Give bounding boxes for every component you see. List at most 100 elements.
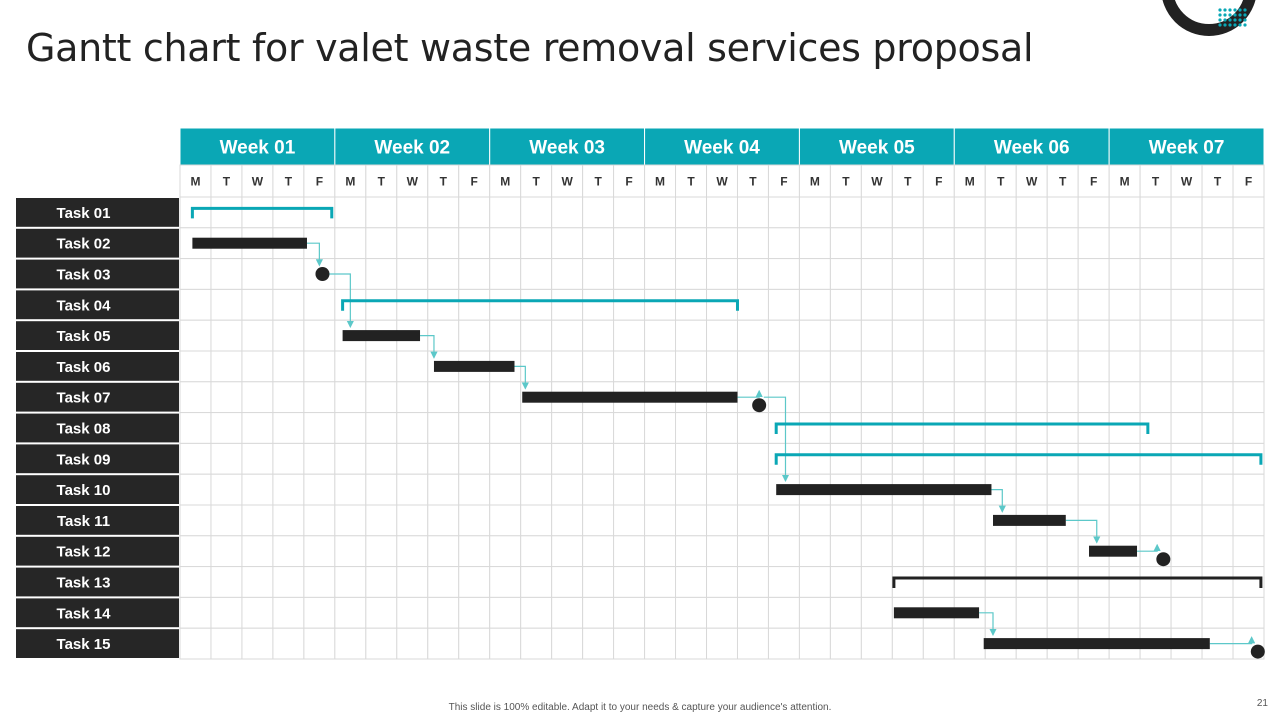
grid-cell [767, 350, 800, 383]
task-label: Task 13 [57, 575, 111, 592]
grid-cell [984, 227, 1017, 260]
grid-cell [829, 381, 862, 414]
grid-cell [489, 504, 522, 537]
grid-cell [303, 412, 336, 444]
grid-cell [303, 504, 336, 537]
grid-cell [210, 504, 243, 537]
grid-cell [891, 442, 924, 475]
grid-cell [829, 504, 862, 537]
grid-cell [1108, 473, 1141, 506]
grid-cell [1170, 566, 1203, 598]
grid-cell [675, 319, 708, 352]
task-bar [993, 514, 1066, 526]
grid-cell [210, 258, 243, 290]
task-bar [433, 360, 515, 372]
task-bar [893, 607, 980, 619]
grid-cell [396, 227, 429, 260]
grid-cell [241, 442, 274, 475]
grid-cell [1046, 596, 1079, 629]
grid-cell [210, 412, 243, 444]
grid-cell [427, 596, 460, 629]
grid-cell [613, 412, 646, 444]
grid-cell [427, 442, 460, 475]
grid-cell [1046, 442, 1079, 475]
grid-cell [1108, 412, 1141, 444]
grid-cell [613, 535, 646, 568]
grid-cell [241, 412, 274, 444]
grid-cell [1015, 381, 1048, 414]
grid-cell [1232, 504, 1265, 537]
grid-cell [675, 412, 708, 444]
grid-cell [1170, 350, 1203, 383]
day-label: W [871, 175, 883, 189]
grid-cell [798, 535, 831, 568]
grid-cell [303, 535, 336, 568]
grid-cell [241, 504, 274, 537]
grid-cell [953, 535, 986, 568]
grid-cell [427, 504, 460, 537]
grid-cell [520, 196, 553, 229]
grid-cell [767, 627, 800, 660]
grid-cell [272, 566, 305, 598]
grid-cell [1170, 412, 1203, 444]
grid-cell [427, 412, 460, 444]
task-label-cell [16, 536, 179, 566]
grid-cell [1015, 473, 1048, 506]
grid-cell [458, 196, 491, 229]
grid-cell [922, 442, 955, 475]
grid-cell [365, 381, 398, 414]
day-label: W [716, 175, 728, 189]
grid-cell [489, 596, 522, 629]
grid-cell [644, 473, 677, 506]
grid-cell [365, 196, 398, 229]
grid-cell [489, 227, 522, 260]
day-header-cell [1046, 164, 1079, 198]
week-label: Week 01 [220, 138, 296, 159]
grid-cell [1139, 442, 1172, 475]
grid-cell [303, 319, 336, 352]
grid-cell [272, 504, 305, 537]
grid-cell [922, 566, 955, 598]
grid-cell [582, 596, 615, 629]
grid-cell [613, 258, 646, 290]
grid-cell [953, 227, 986, 260]
milestone-dot [752, 398, 767, 413]
grid-cell [922, 412, 955, 444]
week-label: Week 05 [839, 138, 915, 159]
grid-cell [891, 350, 924, 383]
grid-cell [1139, 412, 1172, 444]
grid-cell [613, 288, 646, 321]
grid-cell [396, 627, 429, 660]
grid-cell [1108, 227, 1141, 260]
grid-cell [706, 627, 738, 660]
task-label: Task 06 [57, 359, 111, 376]
grid-cell [1232, 412, 1265, 444]
week-label: Week 02 [374, 138, 450, 159]
grid-cell [706, 504, 738, 537]
task-bar [342, 330, 421, 342]
grid-cell [210, 350, 243, 383]
grid-cell [736, 627, 769, 660]
task-bar [983, 638, 1210, 650]
grid-cell [984, 442, 1017, 475]
grid-cell [860, 535, 893, 568]
grid-cell [1015, 442, 1048, 475]
task-label-cell [16, 598, 179, 628]
grid-cell [1108, 196, 1141, 229]
day-label: W [561, 175, 573, 189]
day-label: T [997, 175, 1005, 189]
task-label-cell [16, 321, 179, 350]
grid-cell [891, 258, 924, 290]
day-label: F [316, 175, 323, 189]
grid-cell [489, 535, 522, 568]
task-label-cell [16, 475, 179, 504]
task-label-cell [16, 413, 179, 443]
day-header-cell [767, 164, 800, 198]
grid-cell [458, 319, 491, 352]
grid-cell [179, 596, 212, 629]
grid-cell [1170, 535, 1203, 568]
summary-bracket [190, 206, 334, 219]
grid-cell [953, 381, 986, 414]
page-title: Gantt chart for valet waste removal serv… [26, 26, 1034, 70]
grid-cell [396, 442, 429, 475]
